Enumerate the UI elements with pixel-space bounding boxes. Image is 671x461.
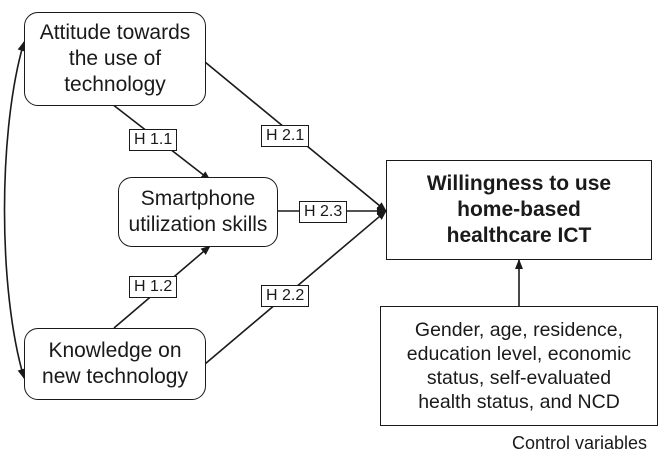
node-attitude-line3: technology (64, 73, 166, 96)
node-attitude: Attitude towards the use of technology (24, 12, 206, 106)
node-controls-line4: health status, and NCD (418, 391, 620, 413)
control-variables-caption: Control variables (512, 433, 648, 453)
node-willingness: Willingness to use home-based healthcare… (386, 160, 652, 260)
node-smartphone-line2: utilization skills (128, 213, 268, 236)
node-attitude-line1: Attitude towards (39, 21, 191, 44)
node-controls-line2: education level, economic (406, 343, 632, 365)
node-willingness-line2: home-based (457, 198, 581, 221)
correlation-arrow (3, 41, 26, 379)
label-h12: H 1.2 (129, 276, 178, 298)
node-attitude-line2: the use of (68, 47, 162, 70)
node-knowledge-line2: new technology (42, 365, 188, 388)
label-h23: H 2.3 (299, 201, 348, 223)
label-h11: H 1.1 (129, 129, 178, 151)
node-smartphone-line1: Smartphone (140, 187, 256, 210)
label-h21: H 2.1 (261, 125, 310, 147)
node-controls-line3: status, self-evaluated (426, 367, 612, 389)
label-h22: H 2.2 (261, 285, 310, 307)
node-willingness-line3: healthcare ICT (446, 224, 592, 247)
node-willingness-line1: Willingness to use (426, 172, 612, 195)
node-controls-line1: Gender, age, residence, (414, 319, 624, 341)
node-smartphone: Smartphone utilization skills (118, 177, 278, 247)
node-knowledge: Knowledge on new technology (24, 328, 206, 400)
node-controls: Gender, age, residence, education level,… (380, 306, 658, 426)
node-knowledge-line1: Knowledge on (48, 339, 182, 362)
